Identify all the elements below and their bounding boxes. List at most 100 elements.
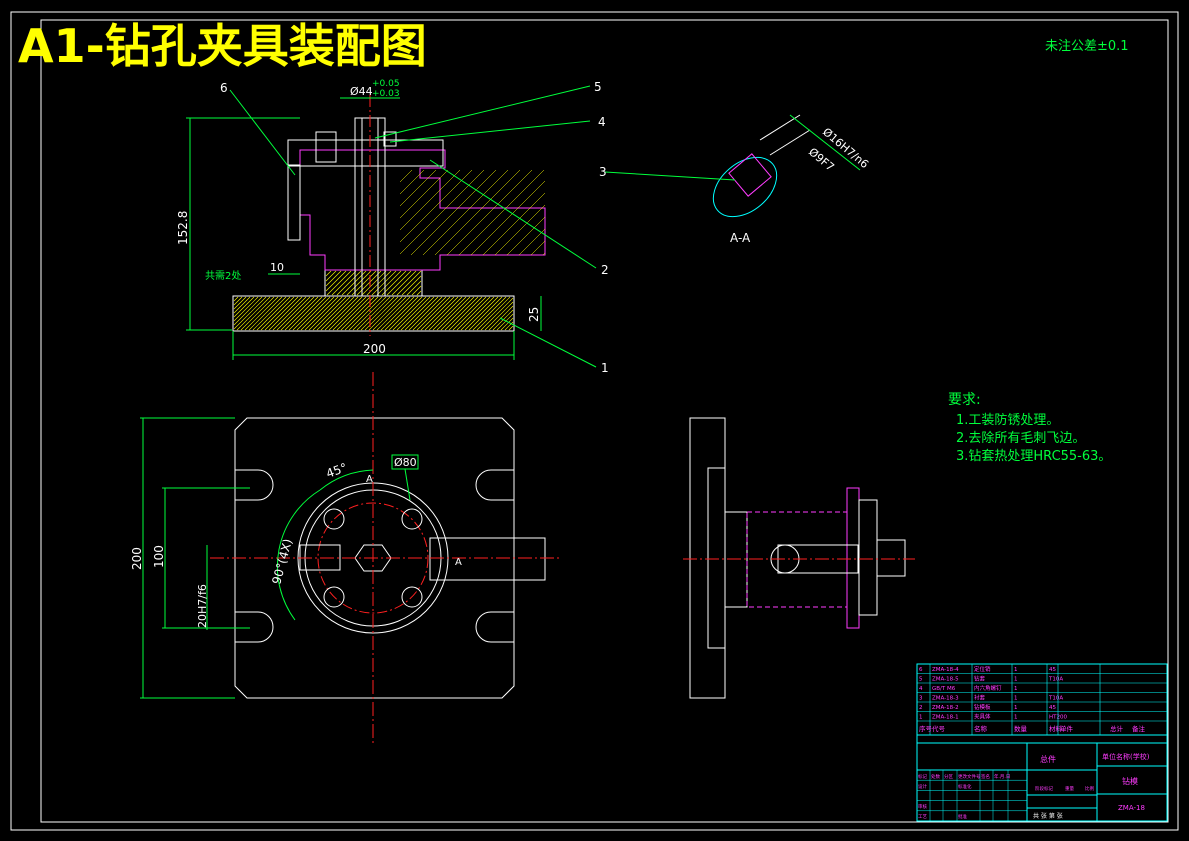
title-block-label: 审核 [918,803,927,810]
parts-cell: 1 [1014,667,1018,673]
hatch-line [336,296,371,331]
hatch-line [240,296,275,331]
hatch-line [368,296,403,331]
hatch-line [331,270,357,296]
dim-base-height: 25 [527,307,541,322]
balloon-3: 3 [599,165,607,179]
screw [315,131,337,163]
parts-cell: 1 [1014,715,1018,721]
leader-1 [499,317,597,368]
parts-header-cell: 备注 [1132,724,1146,733]
hatch-line [399,169,473,243]
dim-offset: 10 [270,261,284,274]
hatch-line [406,280,422,296]
title-block-label: 比例 [1085,785,1094,792]
hatch-line [432,296,467,331]
hatch-line [530,240,546,256]
hatch-line [494,204,546,256]
title-block-label: 工艺 [918,814,927,820]
cut-mark-right: A [455,557,462,568]
tolerance-note: 未注公差±0.1 [1045,39,1129,54]
parts-cell: 2 [919,705,923,711]
parts-header-cell: 序号 [919,724,933,733]
parts-cell: ZMA-18-5 [932,677,959,683]
hatch-line [386,270,412,296]
hatch-line [372,296,407,331]
hatch-line [500,317,514,331]
hatch-line [276,296,311,331]
body-hatch [399,169,546,256]
hatch-line [470,180,546,256]
hatch-line [476,296,511,331]
hatch-line [376,296,411,331]
parts-cell: 45 [1049,667,1056,673]
hatch-line [399,169,437,207]
hatch-line [256,296,291,331]
hatch-line [348,296,383,331]
parts-cell: 1 [1014,686,1018,692]
dim-angle-45: 45° [324,460,349,480]
hatch-line [346,270,372,296]
leader-4 [389,120,591,143]
requirement-item: 2.去除所有毛刺飞边。 [956,431,1085,446]
parts-cell: GB/T M6 [932,686,956,692]
bolt-hole [401,508,423,530]
hatch-line [272,296,307,331]
material-cell: 总件 [1040,754,1056,764]
hatch-line [325,270,332,277]
side-plate [846,487,860,629]
parts-cell: 3 [919,696,923,702]
hatch-line [300,296,335,331]
dim-angle-90: 90°(4X) [269,537,295,586]
title-block-label: 重量 [1065,785,1074,792]
balloon-6: 6 [220,81,228,95]
hatch-line [320,296,355,331]
slot-tr [475,469,514,501]
leader-2 [429,159,597,269]
hatch-line [376,270,402,296]
hatch-line [411,285,422,296]
parts-cell: T10A [1048,677,1063,683]
hatch-line [399,169,485,255]
clamp-body [299,149,546,271]
parts-cell: 1 [919,715,923,721]
hatch-line [380,296,415,331]
parts-cell: T10A [1048,696,1063,702]
title-block-label: 阶段标记 [1035,785,1053,792]
hatch-line [288,296,323,331]
clamp-arm [429,537,546,581]
parts-header-cell: 单件 [1060,724,1074,733]
dim-circle: Ø80 [394,456,417,469]
hatch-line [504,321,514,331]
parts-cell: ZMA-18-2 [932,705,959,711]
foot-hatch [325,270,422,296]
hatch-line [236,296,271,331]
hatch-line [308,296,343,331]
pin [383,131,397,147]
hatch-line [268,296,303,331]
section-label: A-A [730,231,751,245]
bolt-hole [323,508,345,530]
hatch-line [472,296,507,331]
hatch-line [284,296,319,331]
parts-cell: 45 [1049,705,1056,711]
hatch-line [408,296,443,331]
requirement-item: 1.工装防锈处理。 [956,412,1059,428]
balloon-1: 1 [601,361,609,375]
hatch-line [233,296,239,302]
hatch-line [518,228,546,256]
hatch-line [233,296,255,318]
base-hatch [233,296,514,331]
hatch-line [428,296,463,331]
hatch-line [325,270,342,287]
hatch-line [542,252,546,256]
hatch-line [484,301,514,331]
title-block-label: 标准化 [958,783,972,790]
balloon-2: 2 [601,263,609,277]
parts-cell: 钻套 [974,675,986,683]
dim-fit2: Ø9F7 [806,145,837,174]
parts-cell: 1 [1014,705,1018,711]
